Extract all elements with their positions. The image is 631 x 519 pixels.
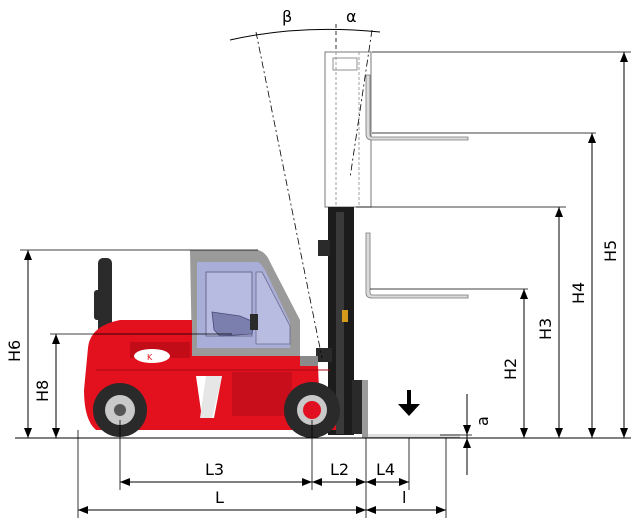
L2-label: L2 [330,460,349,479]
raised-fork-outline [365,74,469,299]
L3-label: L3 [205,460,224,479]
alpha-label: α [346,7,357,26]
L-label: L [215,488,224,507]
a-label: a [473,416,492,426]
H5-label: H5 [601,240,620,262]
length-dimensions: L3 L2 L4 L l [77,420,447,518]
l-label: l [402,488,406,507]
chassis: K [84,320,336,430]
tilt-angle-annotation: β α [229,7,381,359]
H4-label: H4 [569,282,588,304]
H2-label: H2 [501,358,520,380]
forklift-illustration: K [84,51,469,438]
front-wheel [284,382,340,438]
fork [352,380,460,438]
down-arrow-icon [398,390,420,416]
H8-label: H8 [33,380,52,402]
extended-mast-outline [324,51,372,208]
rear-wheel [93,383,147,437]
cab [190,250,300,356]
left-height-dimensions: H6 H8 [5,249,258,438]
beta-label: β [282,7,292,26]
height-dimensions: H5 H4 H3 H2 a [356,51,631,475]
H6-label: H6 [5,340,24,362]
kalmar-logo-icon: K [147,353,153,362]
L4-label: L4 [376,460,395,479]
H3-label: H3 [536,318,555,340]
